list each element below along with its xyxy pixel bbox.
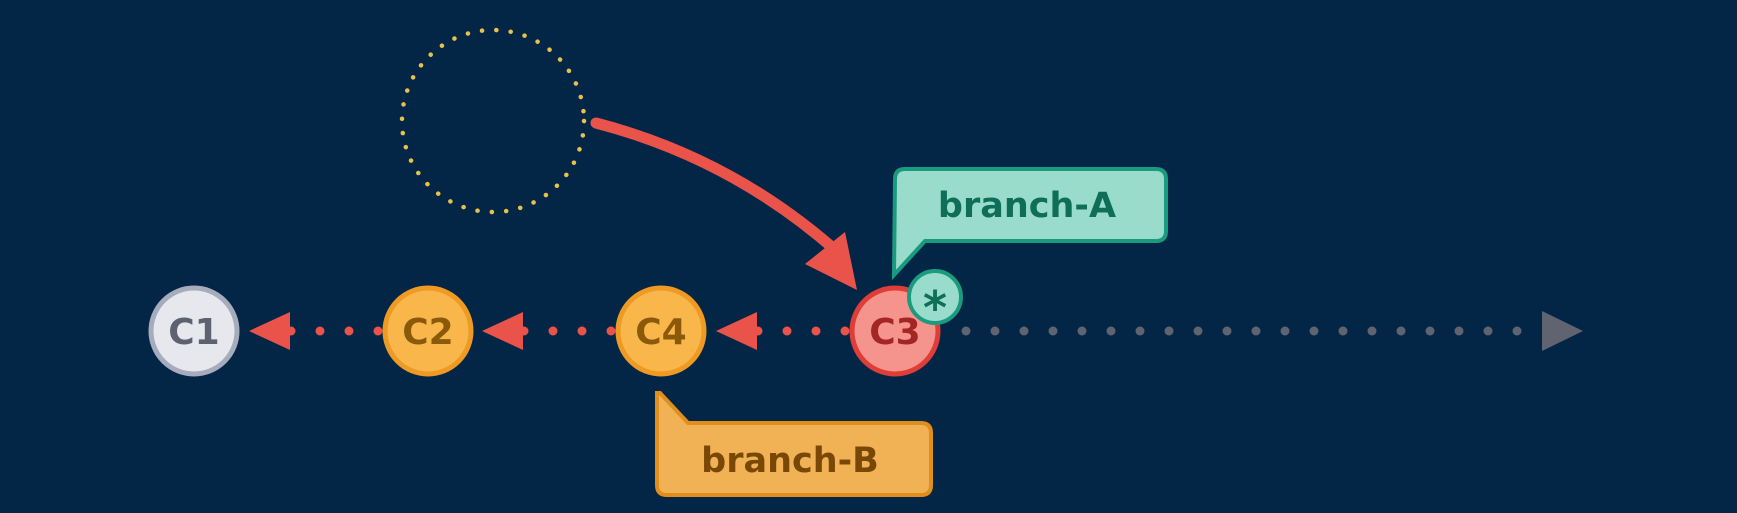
parent-link-c4-c2 — [482, 312, 616, 350]
parent-link-c3-c4 — [716, 312, 850, 350]
branch-a-label: branch-A — [891, 167, 1168, 281]
commit-c2: C2 — [382, 285, 474, 377]
branch-b-text: branch-B — [701, 441, 879, 481]
commit-c1: C1 — [148, 285, 240, 377]
commit-c4-label: C4 — [635, 312, 686, 353]
placeholder-commit-circle — [399, 27, 587, 215]
future-timeline-arrowhead — [1542, 311, 1583, 351]
move-arrow — [590, 117, 848, 262]
commit-c3-label: C3 — [869, 312, 920, 353]
commit-c2-label: C2 — [402, 312, 453, 353]
parent-link-c2-c1 — [249, 312, 383, 350]
future-timeline — [961, 326, 1522, 336]
commit-c4: C4 — [615, 285, 707, 377]
head-marker-asterisk: * — [923, 281, 947, 335]
move-arrow-head — [805, 232, 857, 290]
branch-a-text: branch-A — [938, 186, 1116, 226]
commit-c1-label: C1 — [168, 312, 219, 353]
head-marker: * — [907, 269, 963, 335]
branch-b-label: branch-B — [655, 391, 933, 497]
